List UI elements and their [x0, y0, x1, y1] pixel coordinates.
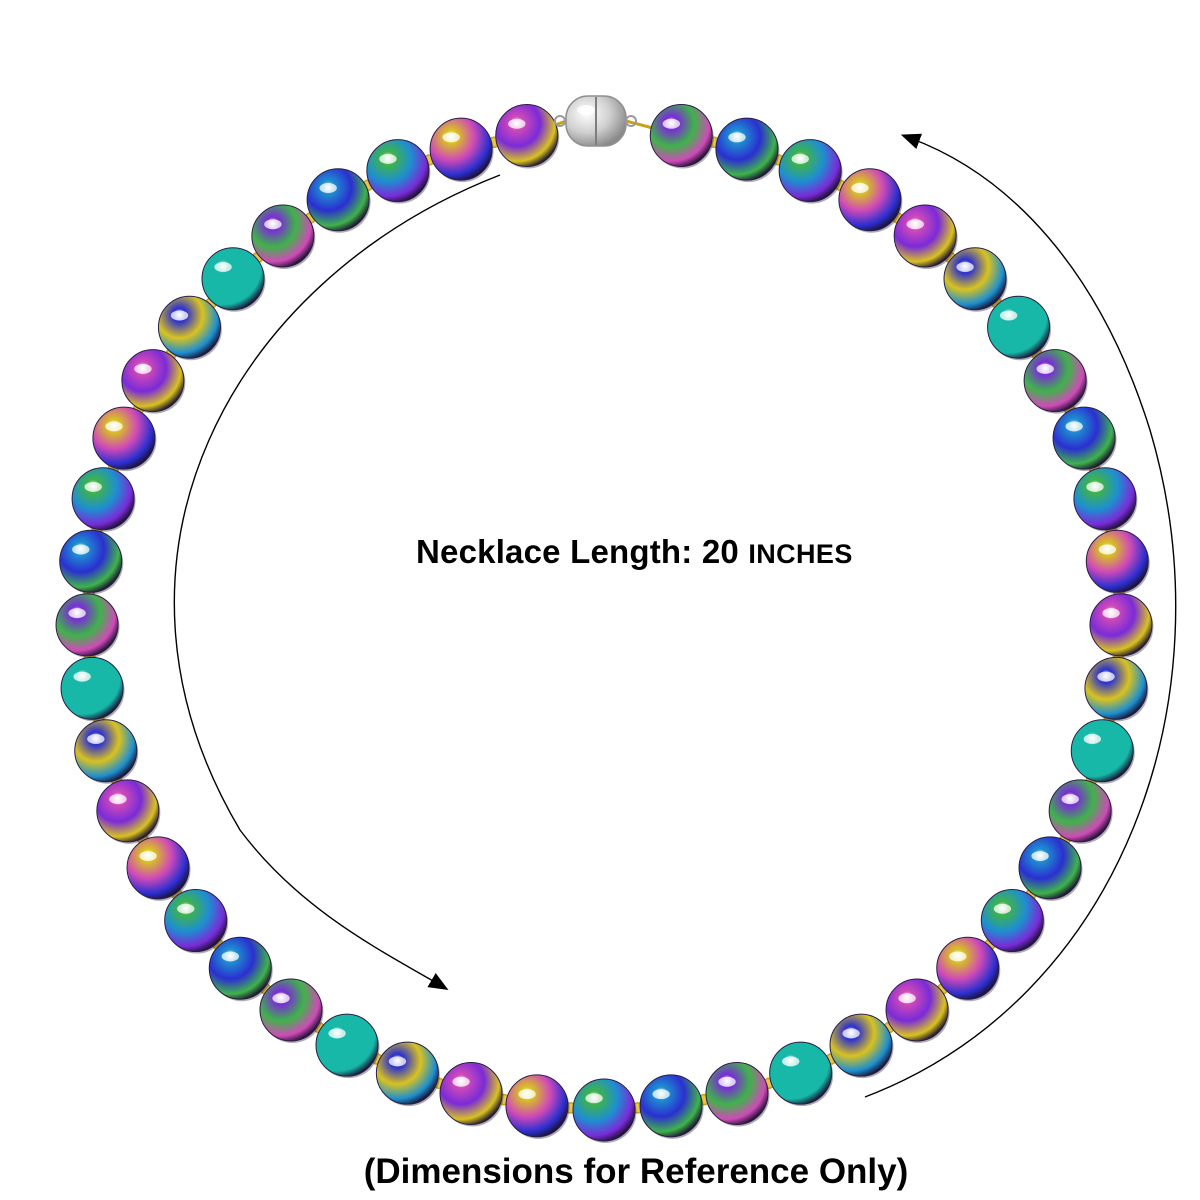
bead — [306, 168, 371, 233]
bead — [1018, 836, 1083, 901]
bead — [495, 104, 560, 169]
bead — [259, 978, 324, 1043]
bead — [251, 204, 316, 270]
bead — [987, 295, 1052, 361]
bead — [1052, 406, 1117, 472]
bead — [157, 295, 222, 361]
bead — [936, 936, 1001, 1002]
bead — [1023, 349, 1088, 414]
measure-arrow-left — [173, 174, 501, 990]
bead — [778, 139, 843, 204]
bead — [71, 467, 136, 532]
bead — [649, 104, 714, 169]
bead — [838, 168, 903, 233]
measure-arrow-right — [864, 133, 1177, 1098]
bead — [315, 1013, 380, 1079]
length-unit: INCHES — [748, 539, 853, 569]
length-prefix: Necklace Length: — [416, 533, 693, 570]
bead — [55, 593, 120, 658]
bead — [572, 1078, 637, 1143]
bead — [1089, 593, 1154, 658]
dimensions-disclaimer: (Dimensions for Reference Only) — [363, 1152, 909, 1191]
bead — [126, 836, 191, 901]
bead — [59, 529, 124, 595]
bead — [829, 1013, 894, 1079]
bead — [429, 117, 494, 183]
bead — [980, 889, 1045, 954]
bead — [639, 1074, 704, 1139]
bead — [121, 349, 186, 414]
bead — [885, 978, 950, 1043]
bead — [505, 1074, 570, 1139]
bead — [74, 719, 139, 784]
bead — [208, 936, 273, 1002]
bead — [769, 1041, 834, 1107]
bead — [439, 1062, 504, 1127]
bead — [943, 247, 1008, 312]
bead — [1073, 467, 1138, 532]
bead — [60, 656, 125, 722]
bead — [705, 1062, 770, 1127]
bead — [893, 204, 958, 270]
bead — [164, 889, 229, 954]
bead — [96, 779, 161, 844]
bead-group — [55, 104, 1154, 1143]
bead — [375, 1041, 440, 1107]
bead — [1048, 779, 1113, 844]
bead — [366, 139, 431, 204]
necklace-length-label: Necklace Length: 20 INCHES — [416, 533, 853, 571]
bead — [1070, 719, 1135, 784]
length-number: 20 — [701, 533, 739, 570]
bead — [1084, 656, 1149, 722]
clasp — [554, 95, 637, 147]
bead — [1085, 529, 1150, 595]
bead — [715, 117, 780, 183]
bead — [92, 406, 157, 472]
bead — [201, 247, 266, 312]
